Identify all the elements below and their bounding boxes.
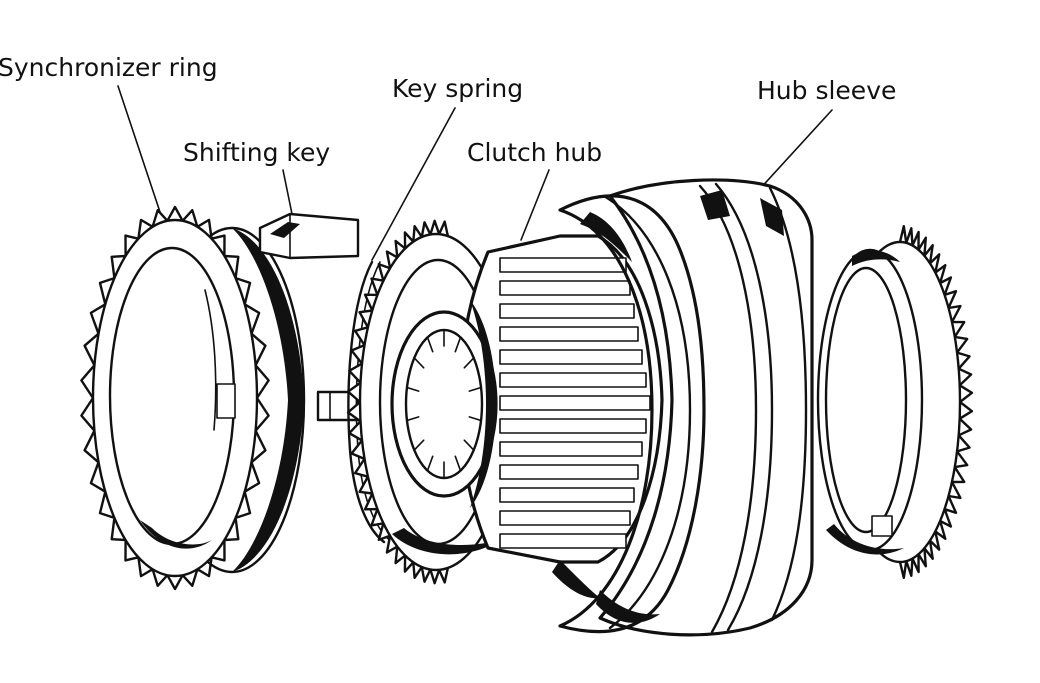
leader-shifting-key (282, 169, 293, 215)
leader-hub-sleeve (756, 109, 833, 193)
clutch-hub (390, 234, 664, 564)
clutch-hub-bore-splines (406, 329, 482, 479)
synchronizer-ring-left (80, 205, 306, 591)
leader-synchronizer-ring (117, 85, 161, 213)
leader-clutch-hub (520, 169, 550, 241)
synchronizer-ring-right (816, 225, 974, 579)
label-shifting-key: Shifting key (183, 138, 330, 167)
hub-sleeve (552, 178, 814, 637)
label-clutch-hub: Clutch hub (467, 138, 602, 167)
label-synchronizer-ring: Synchronizer ring (0, 53, 218, 82)
clutch-hub-splines (499, 257, 651, 549)
leader-lines (117, 85, 833, 261)
label-hub-sleeve: Hub sleeve (757, 76, 896, 105)
leader-key-spring (371, 107, 456, 261)
label-key-spring: Key spring (392, 74, 523, 103)
shifting-key (258, 212, 360, 422)
